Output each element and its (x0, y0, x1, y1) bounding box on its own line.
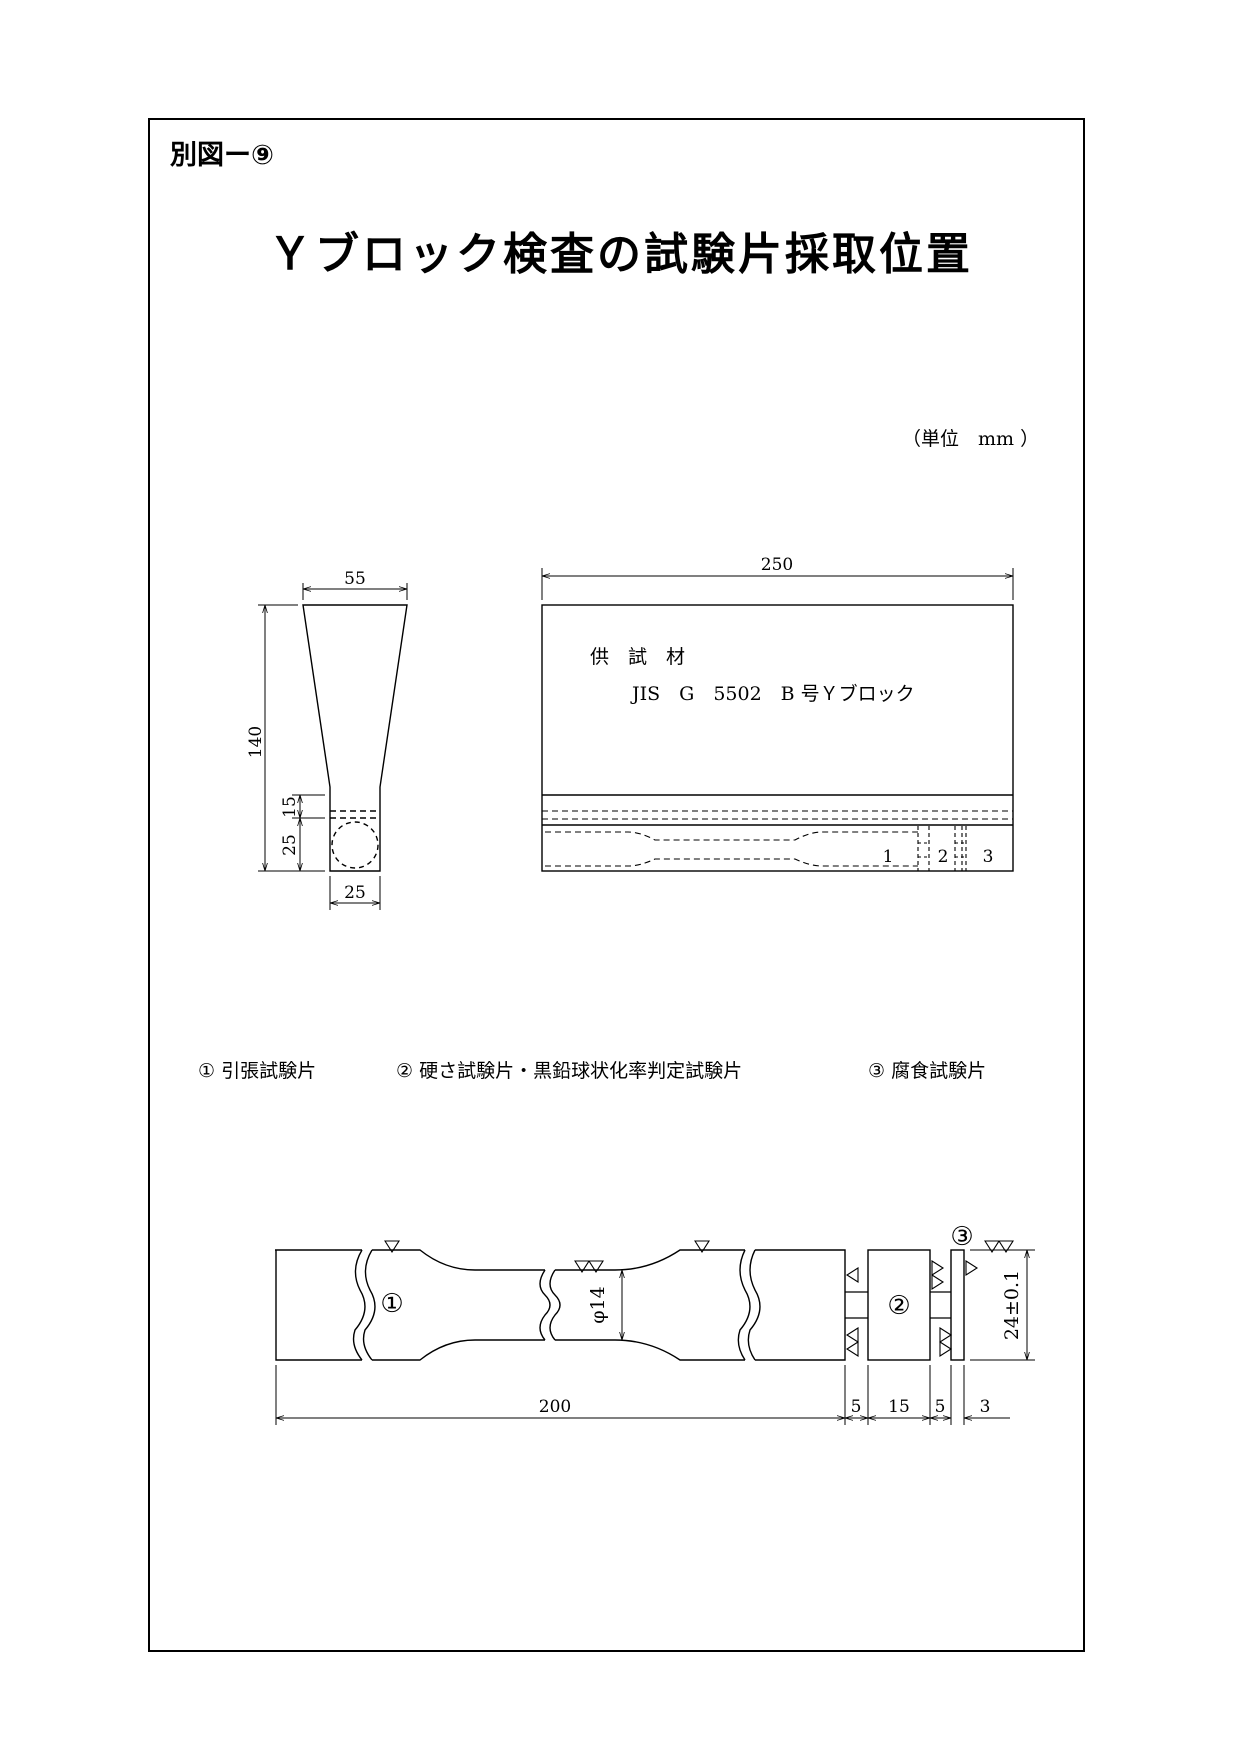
legend-item-3: ③ 腐食試験片 (868, 1056, 986, 1083)
dim-upper: 15 (280, 796, 300, 818)
hardness-specimen (867, 1249, 931, 1361)
legend-text-2: 硬さ試験片・黒鉛球状化率判定試験片 (419, 1060, 743, 1082)
marker-2: 2 (938, 847, 949, 867)
legend-num-3: ③ (868, 1060, 886, 1082)
material-label: 供 試 材 (590, 646, 685, 668)
specimen-detail (275, 1249, 1035, 1425)
legend-num-2: ② (396, 1060, 414, 1082)
legend-text-3: 腐食試験片 (891, 1060, 987, 1082)
legend-num-1: ① (198, 1060, 216, 1082)
yblock-body (541, 604, 1014, 872)
dim-200: 200 (539, 1397, 571, 1417)
dim-5b: 5 (935, 1397, 946, 1417)
dim-length: 250 (761, 555, 793, 575)
circle-2-label: ② (887, 1291, 910, 1321)
material-spec: JIS G 5502 B 号Ｙブロック (630, 682, 915, 705)
legend-item-1: ① 引張試験片 (198, 1056, 316, 1083)
specimen-circle (331, 821, 379, 869)
legend-item-2: ② 硬さ試験片・黒鉛球状化率判定試験片 (396, 1056, 742, 1083)
dim-top-width: 55 (344, 569, 366, 589)
figure-label: 別図ー⑨ (170, 140, 274, 171)
marker-3: 3 (983, 847, 994, 867)
dim-height: 140 (246, 726, 266, 758)
dim-specimen-height: 24±0.1 (1001, 1270, 1023, 1340)
corrosion-specimen (950, 1249, 965, 1361)
front-view (541, 568, 1014, 872)
legend-text-1: 引張試験片 (221, 1060, 317, 1082)
circle-1-label: ① (380, 1289, 403, 1319)
surface-finish-symbols (383, 1240, 1015, 1358)
dim-15: 15 (888, 1397, 910, 1417)
tensile-specimen-outline (545, 831, 918, 841)
dim-bottom-width: 25 (344, 883, 366, 903)
tensile-specimen (275, 1249, 362, 1361)
dim-5a: 5 (851, 1397, 862, 1417)
circle-3-label: ③ (950, 1222, 973, 1252)
unit-note: （単位 mm ） (902, 428, 1040, 450)
dim-diameter: φ14 (587, 1286, 609, 1323)
dim-3: 3 (980, 1397, 991, 1417)
page-title: Ｙブロック検査の試験片採取位置 (268, 229, 973, 280)
marker-1: 1 (883, 847, 894, 867)
yblock-profile (302, 604, 408, 872)
drawing-frame (148, 118, 1085, 1652)
side-view (258, 583, 408, 910)
dim-lower: 25 (280, 834, 300, 856)
